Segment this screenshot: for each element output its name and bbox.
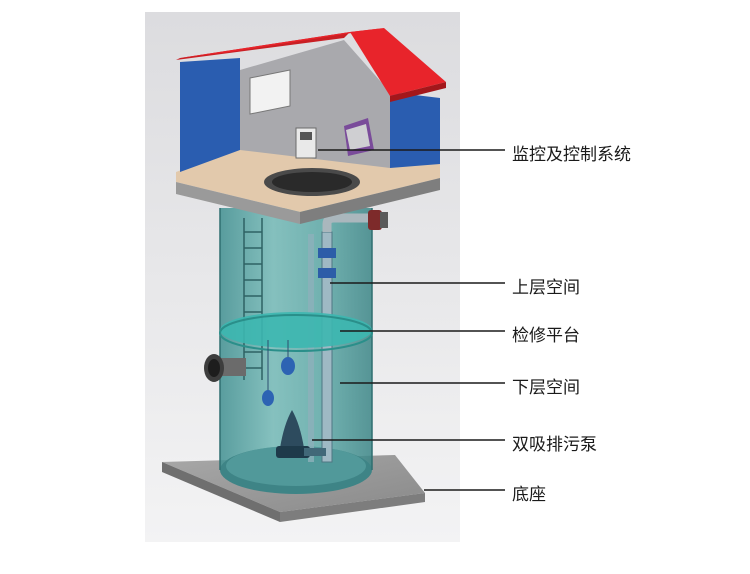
discharge-pipe — [308, 213, 378, 463]
house — [180, 40, 440, 172]
house-left-wall — [180, 58, 240, 172]
house-right-wall — [390, 92, 440, 168]
ladder — [243, 218, 263, 380]
check-valve-icon — [318, 268, 336, 278]
leader-lines — [312, 149, 505, 491]
roof — [176, 28, 446, 102]
float-switch-icon — [262, 390, 274, 406]
inlet-pipe — [204, 354, 246, 382]
window — [249, 69, 291, 115]
label-monitor-control-system: 监控及控制系统 — [512, 145, 631, 165]
label-double-suction-pump: 双吸排污泵 — [512, 435, 597, 455]
float-switch-icon — [281, 357, 295, 375]
maintenance-platform — [219, 312, 373, 352]
label-maintenance-platform: 检修平台 — [512, 326, 580, 346]
sewage-pump — [276, 410, 326, 458]
float-switches — [262, 340, 295, 406]
outlet-flange — [368, 210, 388, 230]
label-base: 底座 — [512, 485, 546, 505]
label-upper-space: 上层空间 — [512, 278, 580, 298]
valve-icon — [318, 248, 336, 258]
label-lower-space: 下层空间 — [512, 378, 580, 398]
